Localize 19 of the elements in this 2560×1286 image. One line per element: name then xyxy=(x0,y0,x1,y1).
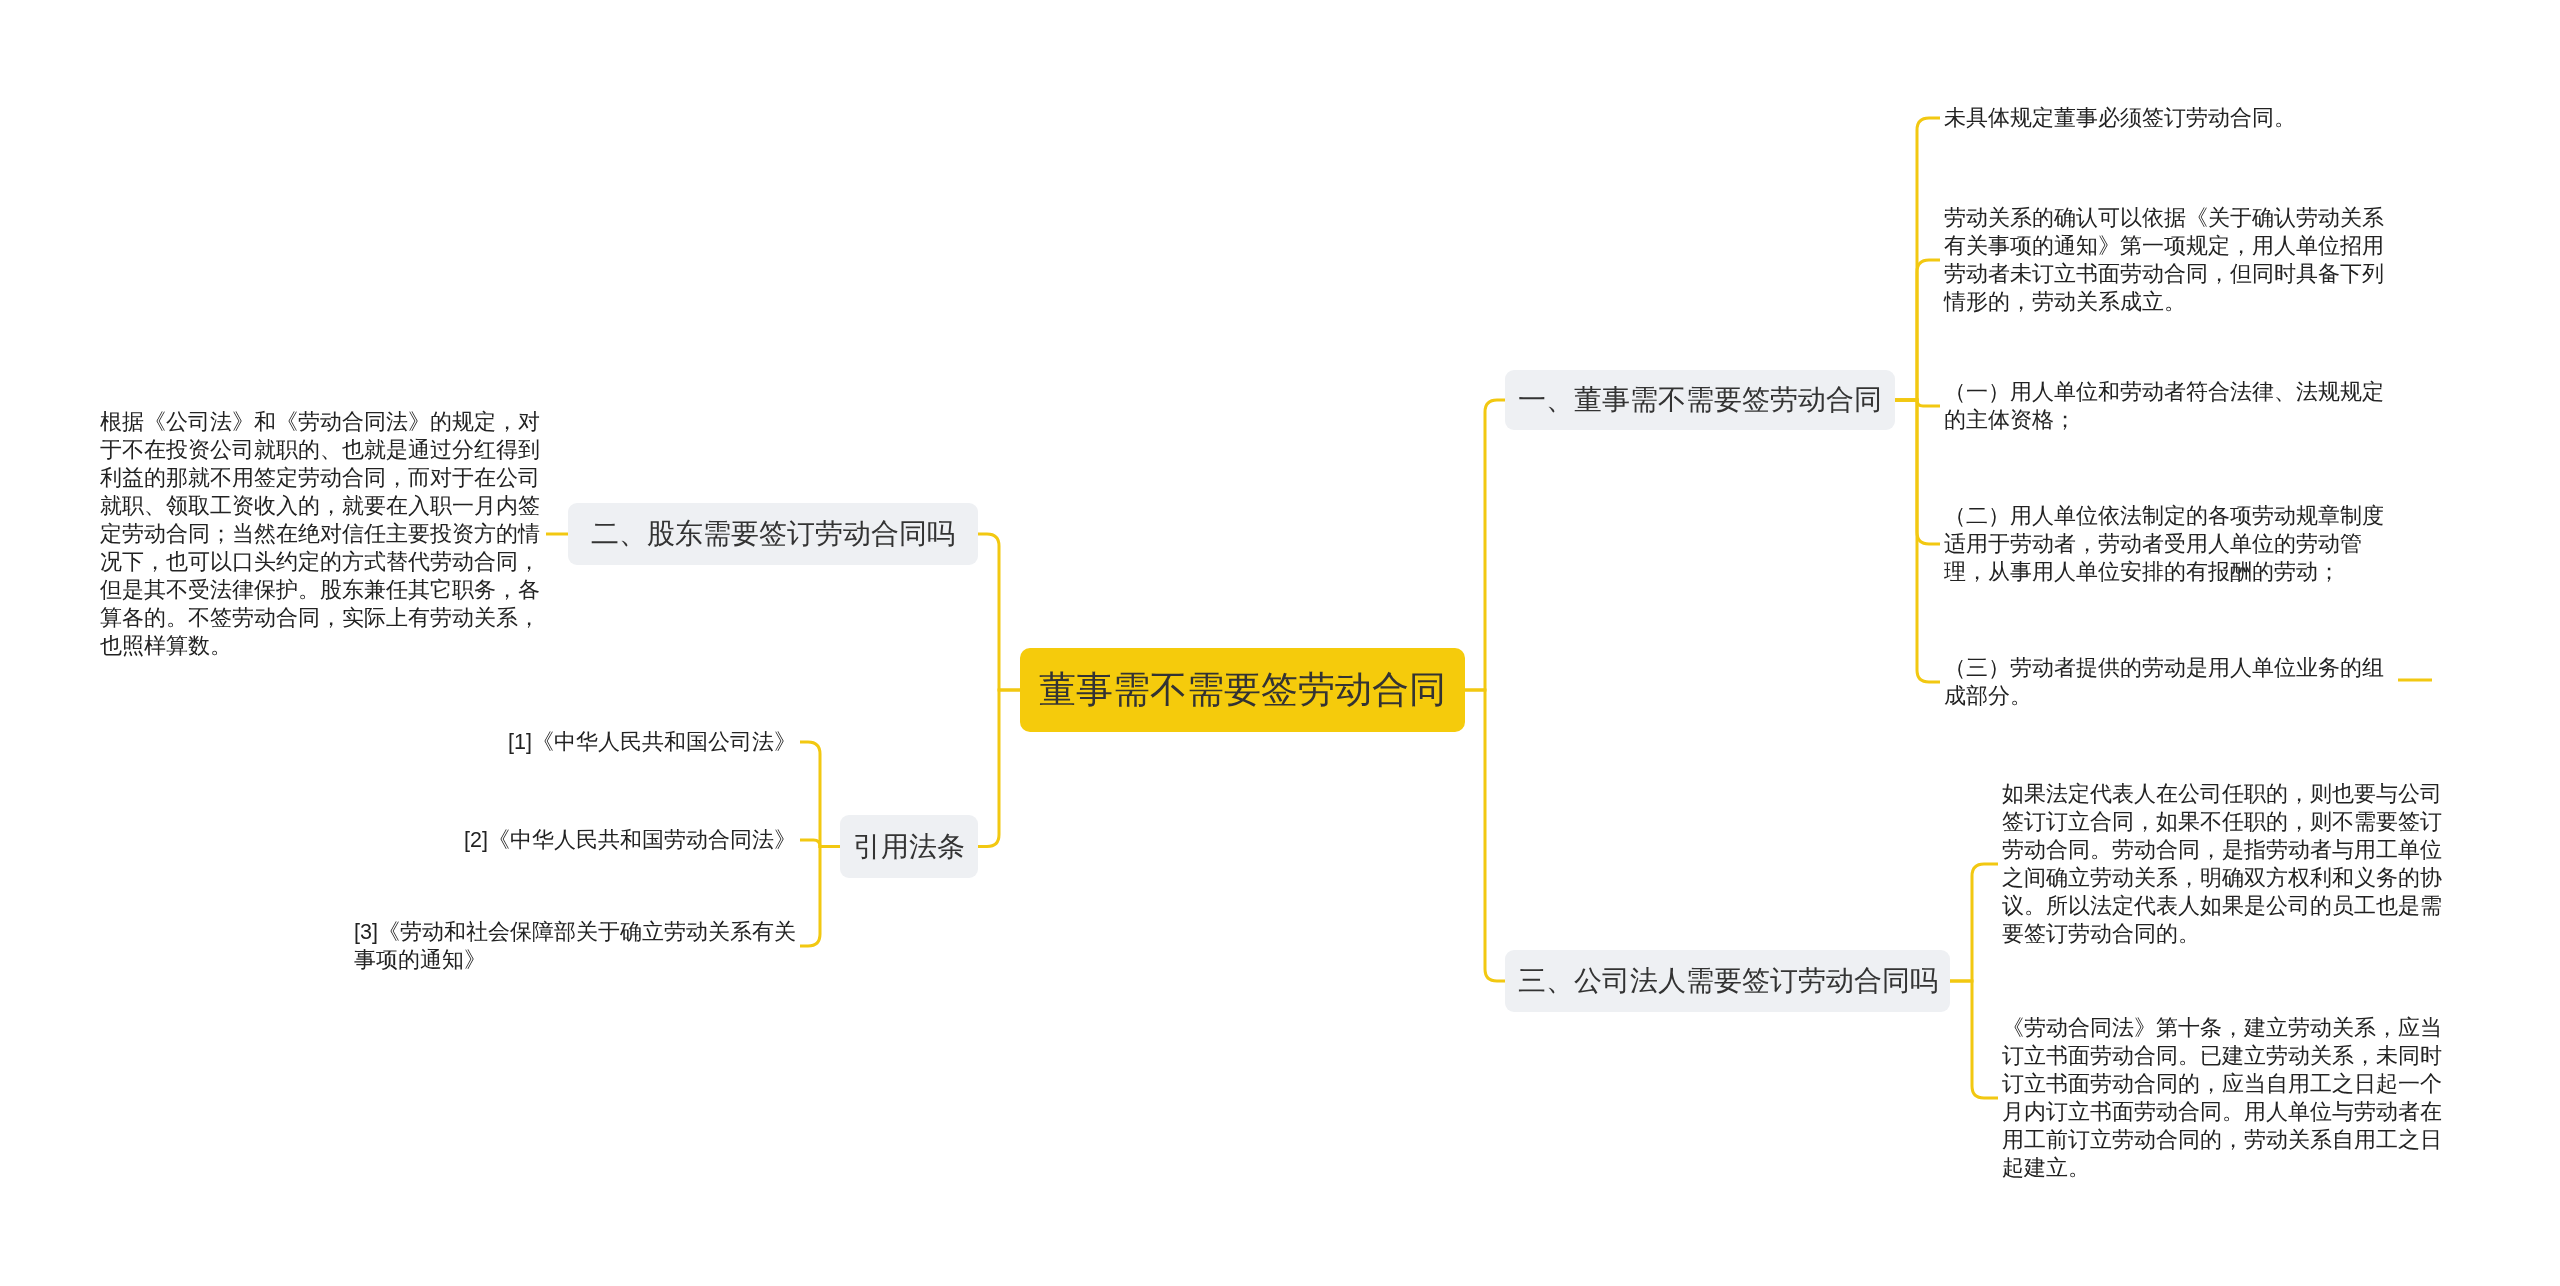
note-text: [2]《中华人民共和国劳动合同法》 xyxy=(460,826,800,854)
connector-line xyxy=(978,688,1020,848)
note-text: [3]《劳动和社会保障部关于确立劳动关系有关事项的通知》 xyxy=(350,918,800,974)
central-topic-box: 董事需不需要签劳动合同 xyxy=(1020,648,1465,732)
connector-line xyxy=(546,532,568,536)
topic-box: 二、股东需要签订劳动合同吗 xyxy=(568,503,978,565)
note-text: （二）用人单位依法制定的各项劳动规章制度适用于劳动者，劳动者受用人单位的劳动管理，从事用人单位安排的有报酬的劳动； xyxy=(1940,502,2390,586)
note-text: （一）用人单位和劳动者符合法律、法规规定的主体资格； xyxy=(1940,378,2390,434)
note-text: 劳动关系的确认可以依据《关于确认劳动关系有关事项的通知》第一项规定，用人单位招用劳动者未订立书面劳动合同，但同时具备下列情形的，劳动关系成立。 xyxy=(1940,204,2390,316)
note-text: 未具体规定董事必须签订劳动合同。 xyxy=(1940,104,2390,132)
connector-line xyxy=(1465,688,1505,983)
note-text: [1]《中华人民共和国公司法》 xyxy=(504,728,800,756)
topic-box: 引用法条 xyxy=(840,815,978,878)
note-text: （三）劳动者提供的劳动是用人单位业务的组成部分。 xyxy=(1940,654,2390,710)
note-text: 《劳动合同法》第十条，建立劳动关系，应当订立书面劳动合同。已建立劳动关系，未同时订立书面劳动合同的，应当自用工之日起一个月内订立书面劳动合同。用人单位与劳动者在用工前订立劳动合同的，劳动关系自用工之日起建立。 xyxy=(1998,1014,2448,1182)
note-text: 如果法定代表人在公司任职的，则也要与公司签订订立合同，如果不任职的，则不需要签订劳动合同。劳动合同，是指劳动者与用工单位之间确立劳动关系，明确双方权利和义务的协议。所以法定代表人如果是公司的员工也是需要签订劳动合同的。 xyxy=(1998,780,2448,948)
topic-box: 三、公司法人需要签订劳动合同吗 xyxy=(1505,950,1950,1012)
note-text: 根据《公司法》和《劳动合同法》的规定，对于不在投资公司就职的、也就是通过分红得到利益的那就不用签定劳动合同，而对于在公司就职、领取工资收入的，就要在入职一月内签定劳动合同；当然在绝对信任主要投资方的情况下，也可以口头约定的方式替代劳动合同，但是其不受法律保护。股东兼任其它职务，各算各的。不签劳动合同，实际上有劳动关系，也照样算数。 xyxy=(96,408,546,660)
topic-box: 一、董事需不需要签劳动合同 xyxy=(1505,370,1895,430)
